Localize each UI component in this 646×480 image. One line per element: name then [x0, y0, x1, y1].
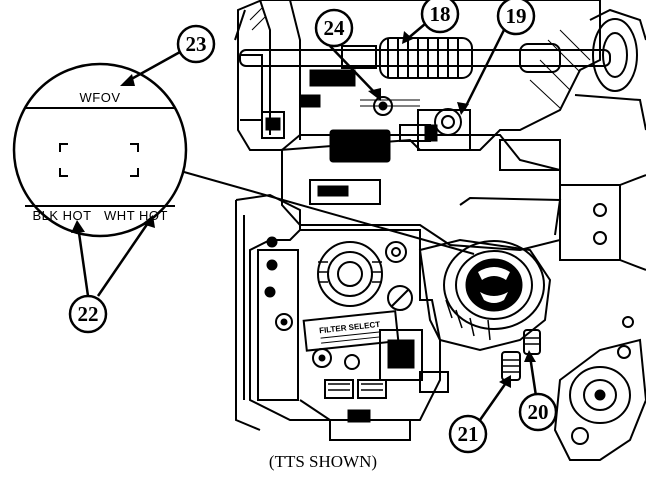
callout-22: 22 — [68, 294, 108, 334]
leader-arrows — [76, 23, 538, 421]
reticle-top-text: WFOV — [80, 90, 121, 105]
upper-housing — [234, 0, 646, 163]
callout-label: 18 — [430, 2, 451, 26]
reticle-leader-line — [183, 171, 475, 255]
adjustment-knobs — [373, 96, 471, 151]
lower-panel: FILTER SELECT — [235, 193, 449, 441]
arrowheads — [71, 31, 536, 388]
worm-gear-shaft — [239, 37, 611, 79]
reticle-brackets — [59, 143, 139, 177]
callout-24: 24 — [314, 8, 354, 48]
callout-label: 19 — [506, 4, 527, 28]
callout-21: 21 — [448, 414, 488, 454]
callout-19: 19 — [496, 0, 536, 36]
figure-caption: (TTS SHOWN) — [268, 452, 378, 471]
callout-label: 21 — [458, 422, 479, 446]
reticle-bottom-left-text: BLK HOT — [32, 208, 91, 223]
callout-label: 23 — [186, 32, 207, 56]
callout-label: 22 — [78, 302, 99, 326]
callout-20: 20 — [518, 392, 558, 432]
callout-label: 20 — [528, 400, 549, 424]
callout-label: 24 — [324, 16, 346, 40]
callout-23: 23 — [176, 24, 216, 64]
lower-right-mount — [553, 316, 646, 461]
mid-body — [281, 134, 646, 271]
reticle-bottom-right-text: WHT HOT — [104, 208, 168, 223]
reticle-view: WFOV BLK HOT WHT HOT — [12, 62, 188, 238]
callout-18: 18 — [420, 0, 460, 34]
